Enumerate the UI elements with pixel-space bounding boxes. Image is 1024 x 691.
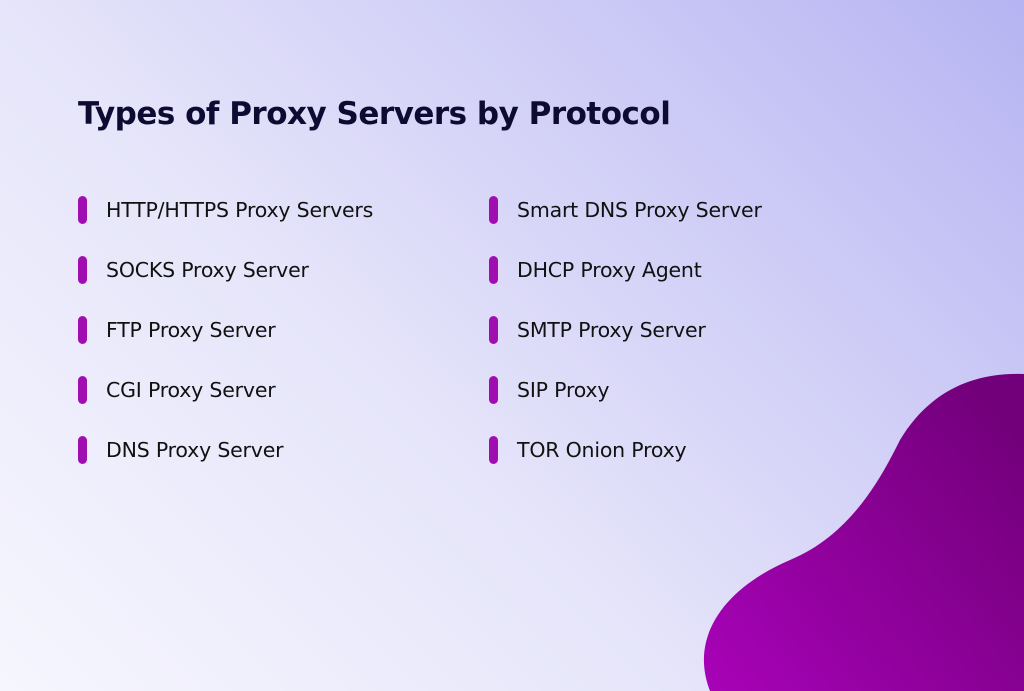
list-item: Smart DNS Proxy Server: [489, 180, 762, 240]
bullet-icon: [489, 196, 498, 224]
list-item: DNS Proxy Server: [78, 420, 373, 480]
bullet-icon: [78, 196, 87, 224]
list-item: DHCP Proxy Agent: [489, 240, 762, 300]
list-item: SOCKS Proxy Server: [78, 240, 373, 300]
bullet-icon: [489, 376, 498, 404]
list-item-label: FTP Proxy Server: [106, 318, 276, 342]
list-item-label: CGI Proxy Server: [106, 378, 276, 402]
bullet-icon: [78, 316, 87, 344]
right-list: Smart DNS Proxy Server DHCP Proxy Agent …: [489, 180, 762, 480]
bullet-icon: [78, 376, 87, 404]
list-item: FTP Proxy Server: [78, 300, 373, 360]
left-list: HTTP/HTTPS Proxy Servers SOCKS Proxy Ser…: [78, 180, 373, 480]
list-item: CGI Proxy Server: [78, 360, 373, 420]
list-item-label: SIP Proxy: [517, 378, 610, 402]
bullet-icon: [489, 256, 498, 284]
list-item: TOR Onion Proxy: [489, 420, 762, 480]
bullet-icon: [78, 256, 87, 284]
bullet-icon: [78, 436, 87, 464]
bullet-icon: [489, 436, 498, 464]
list-item-label: DNS Proxy Server: [106, 438, 284, 462]
list-item: SMTP Proxy Server: [489, 300, 762, 360]
list-item-label: SMTP Proxy Server: [517, 318, 706, 342]
list-item-label: DHCP Proxy Agent: [517, 258, 702, 282]
page-title: Types of Proxy Servers by Protocol: [78, 96, 671, 132]
list-item-label: SOCKS Proxy Server: [106, 258, 309, 282]
bullet-icon: [489, 316, 498, 344]
list-item-label: TOR Onion Proxy: [517, 438, 687, 462]
list-item: SIP Proxy: [489, 360, 762, 420]
list-item-label: HTTP/HTTPS Proxy Servers: [106, 198, 374, 222]
list-item: HTTP/HTTPS Proxy Servers: [78, 180, 373, 240]
list-item-label: Smart DNS Proxy Server: [517, 198, 762, 222]
